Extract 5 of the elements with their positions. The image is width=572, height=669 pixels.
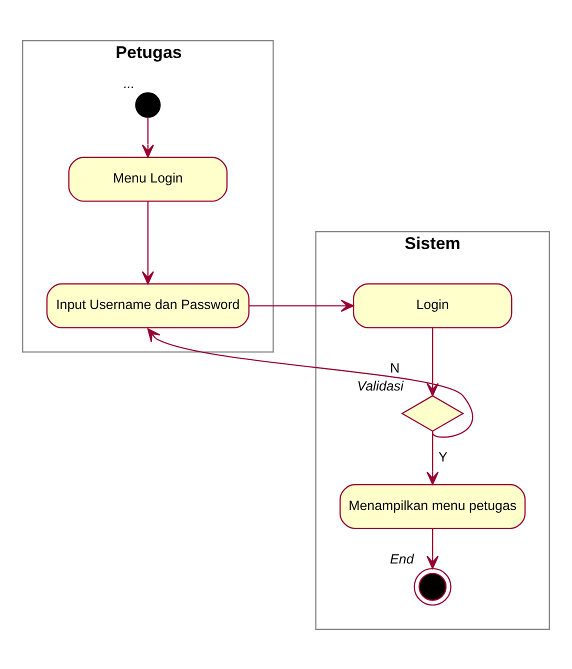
node-label: End	[390, 550, 414, 566]
edge-label: Y	[438, 448, 448, 464]
node-label: Validasi	[357, 378, 404, 394]
edge-label: N	[390, 360, 400, 375]
node-label: ...	[124, 75, 135, 90]
